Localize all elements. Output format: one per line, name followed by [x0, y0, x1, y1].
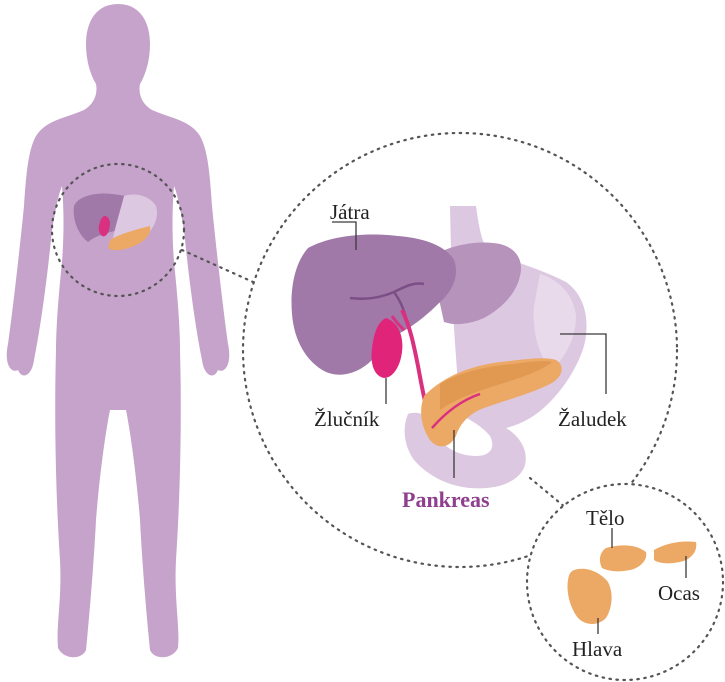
pancreas-label: Pankreas — [402, 487, 490, 512]
pancreas-head-label: Hlava — [572, 637, 623, 661]
pancreas-body-label: Tělo — [586, 506, 624, 530]
gallbladder-label: Žlučník — [314, 407, 380, 431]
liver-label: Játra — [330, 200, 370, 224]
human-silhouette-icon — [7, 4, 230, 657]
stomach-label: Žaludek — [558, 407, 627, 431]
pancreas-tail-label: Ocas — [658, 581, 700, 605]
